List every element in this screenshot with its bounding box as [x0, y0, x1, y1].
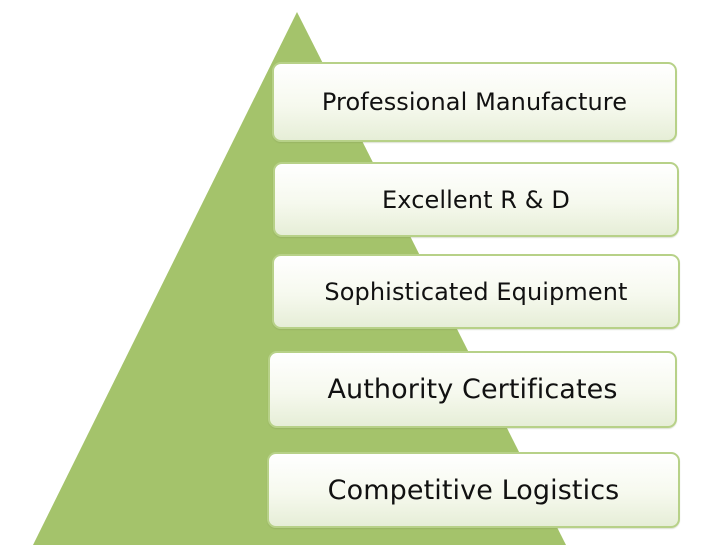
tier-authority-certificates: Authority Certificates [268, 351, 677, 428]
tier-label: Authority Certificates [327, 374, 618, 405]
tier-label: Sophisticated Equipment [324, 277, 628, 306]
tier-label: Excellent R & D [382, 185, 570, 214]
tier-label: Competitive Logistics [327, 474, 620, 506]
tier-sophisticated-equipment: Sophisticated Equipment [272, 254, 680, 329]
tier-professional-manufacture: Professional Manufacture [272, 62, 677, 142]
tier-competitive-logistics: Competitive Logistics [267, 452, 680, 528]
tier-excellent-rd: Excellent R & D [273, 162, 679, 237]
tier-label: Professional Manufacture [321, 88, 628, 116]
